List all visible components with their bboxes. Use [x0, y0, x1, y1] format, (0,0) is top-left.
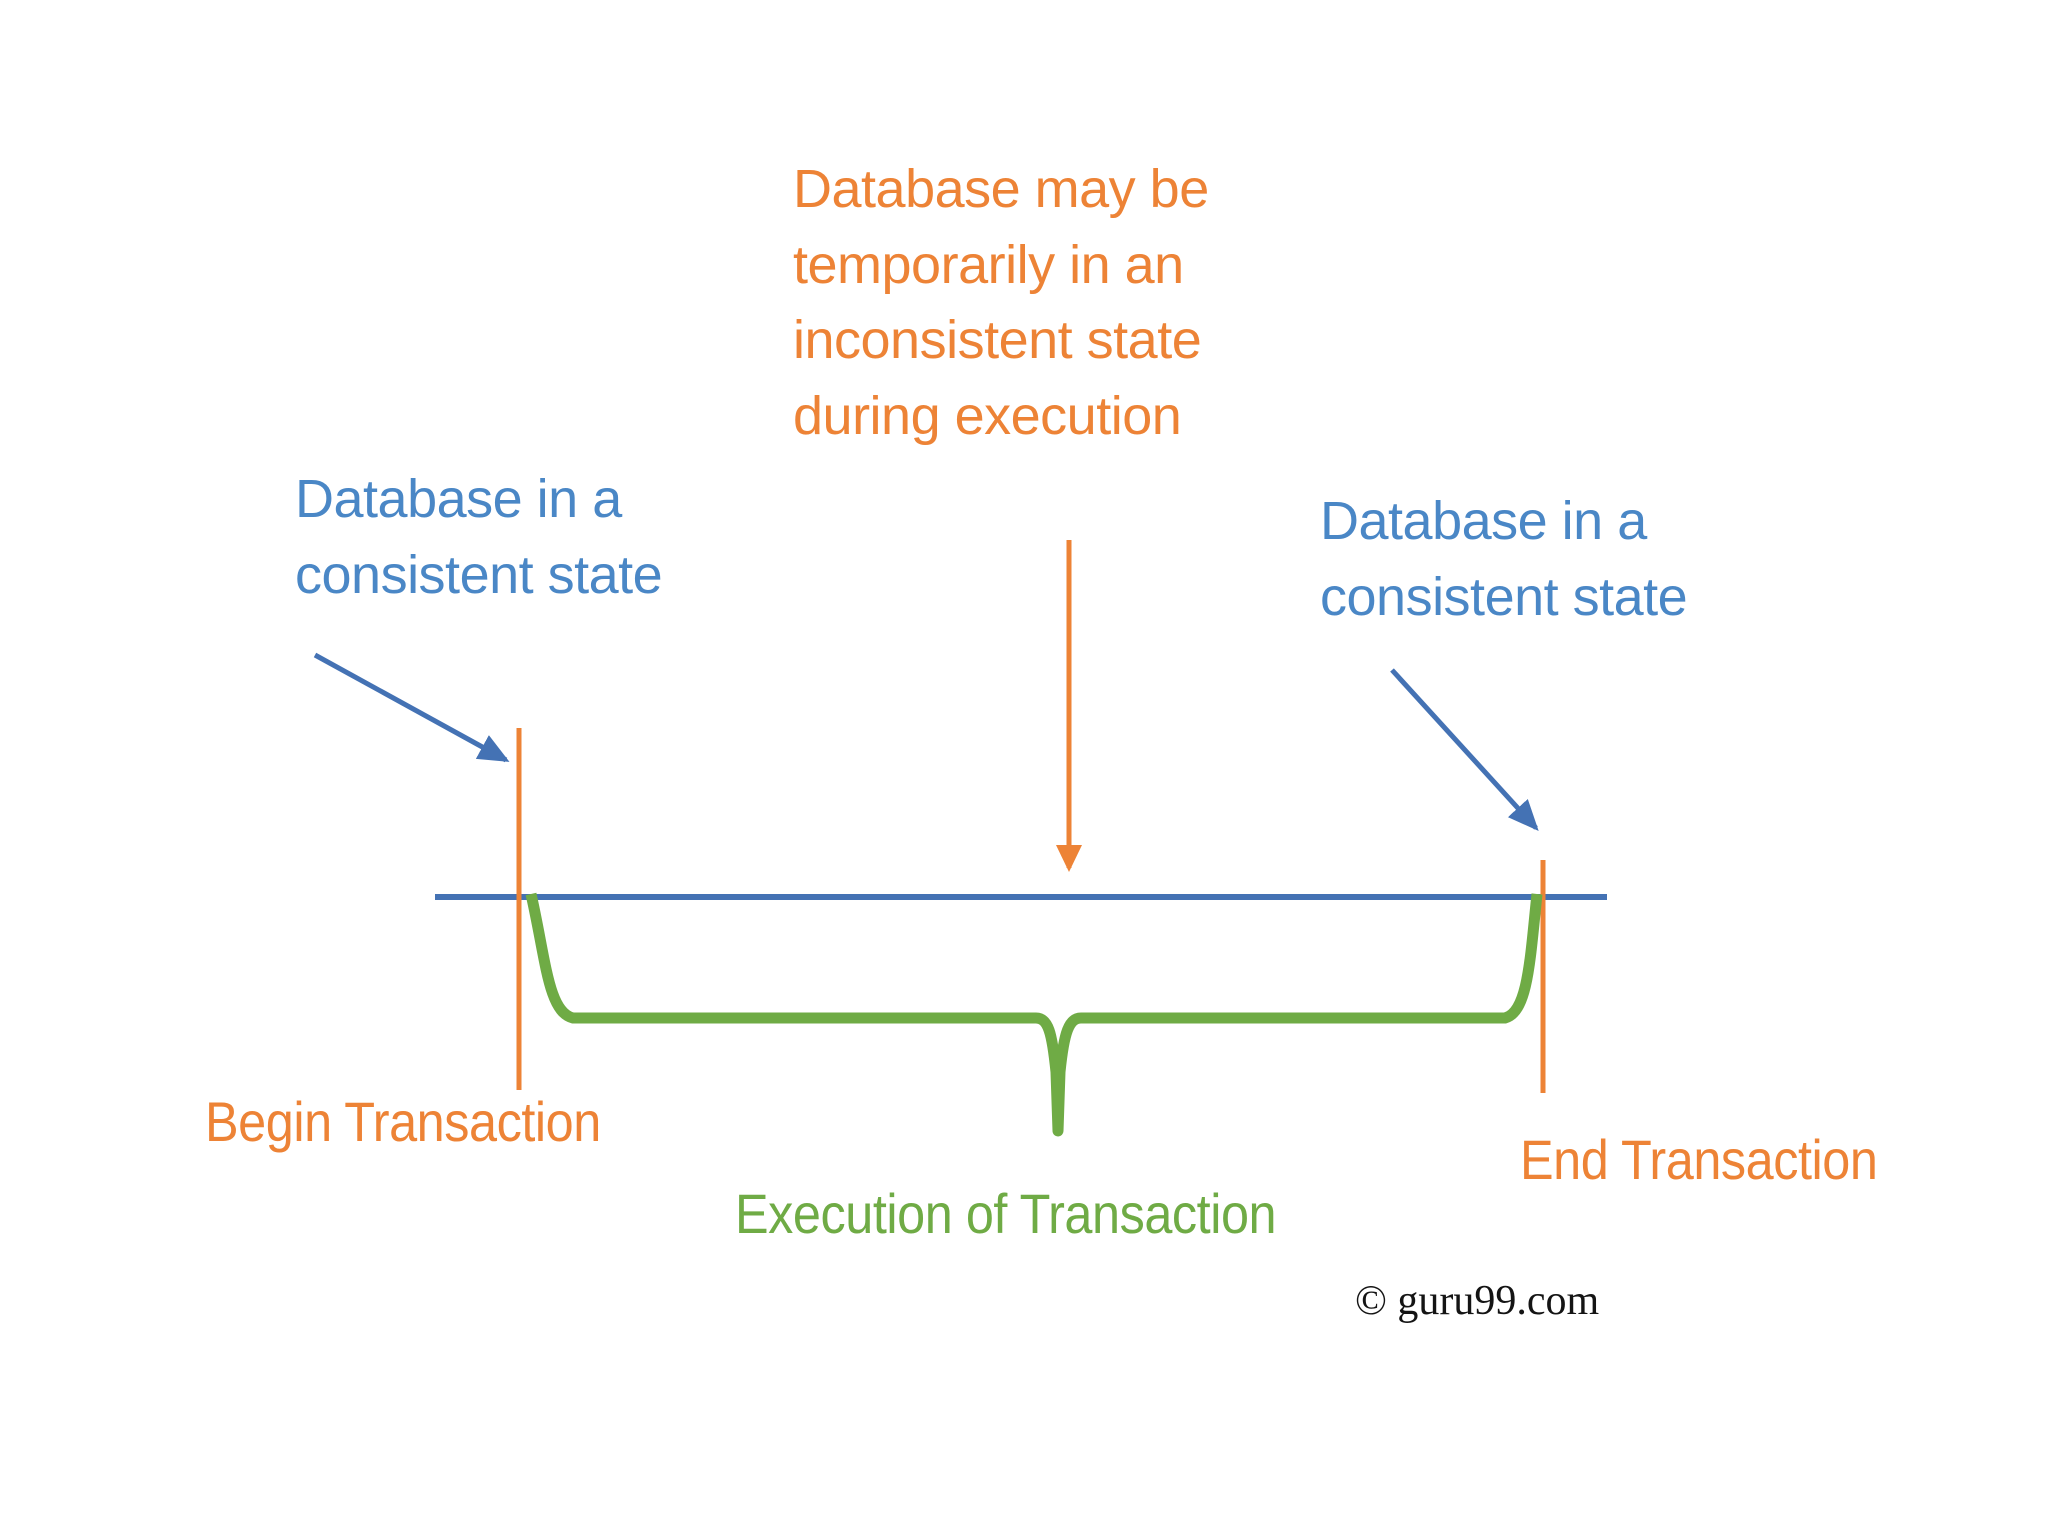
right-state-pointer-arrow — [1390, 668, 1539, 831]
left-state-pointer-arrow — [313, 652, 510, 763]
execution-curve — [525, 892, 1543, 1137]
left-consistent-state-annotation: Database in a consistent state — [295, 469, 663, 605]
watermark-credit: © guru99.com — [1355, 1278, 1600, 1324]
execution-of-transaction-label: Execution of Transaction — [735, 1182, 1277, 1245]
right-consistent-state-annotation: Database in a consistent state — [1320, 491, 1688, 627]
begin-transaction-label: Begin Transaction — [205, 1090, 601, 1153]
end-transaction-label: End Transaction — [1520, 1128, 1878, 1191]
inconsistent-state-annotation: Database may be temporarily in an incons… — [793, 159, 1209, 446]
